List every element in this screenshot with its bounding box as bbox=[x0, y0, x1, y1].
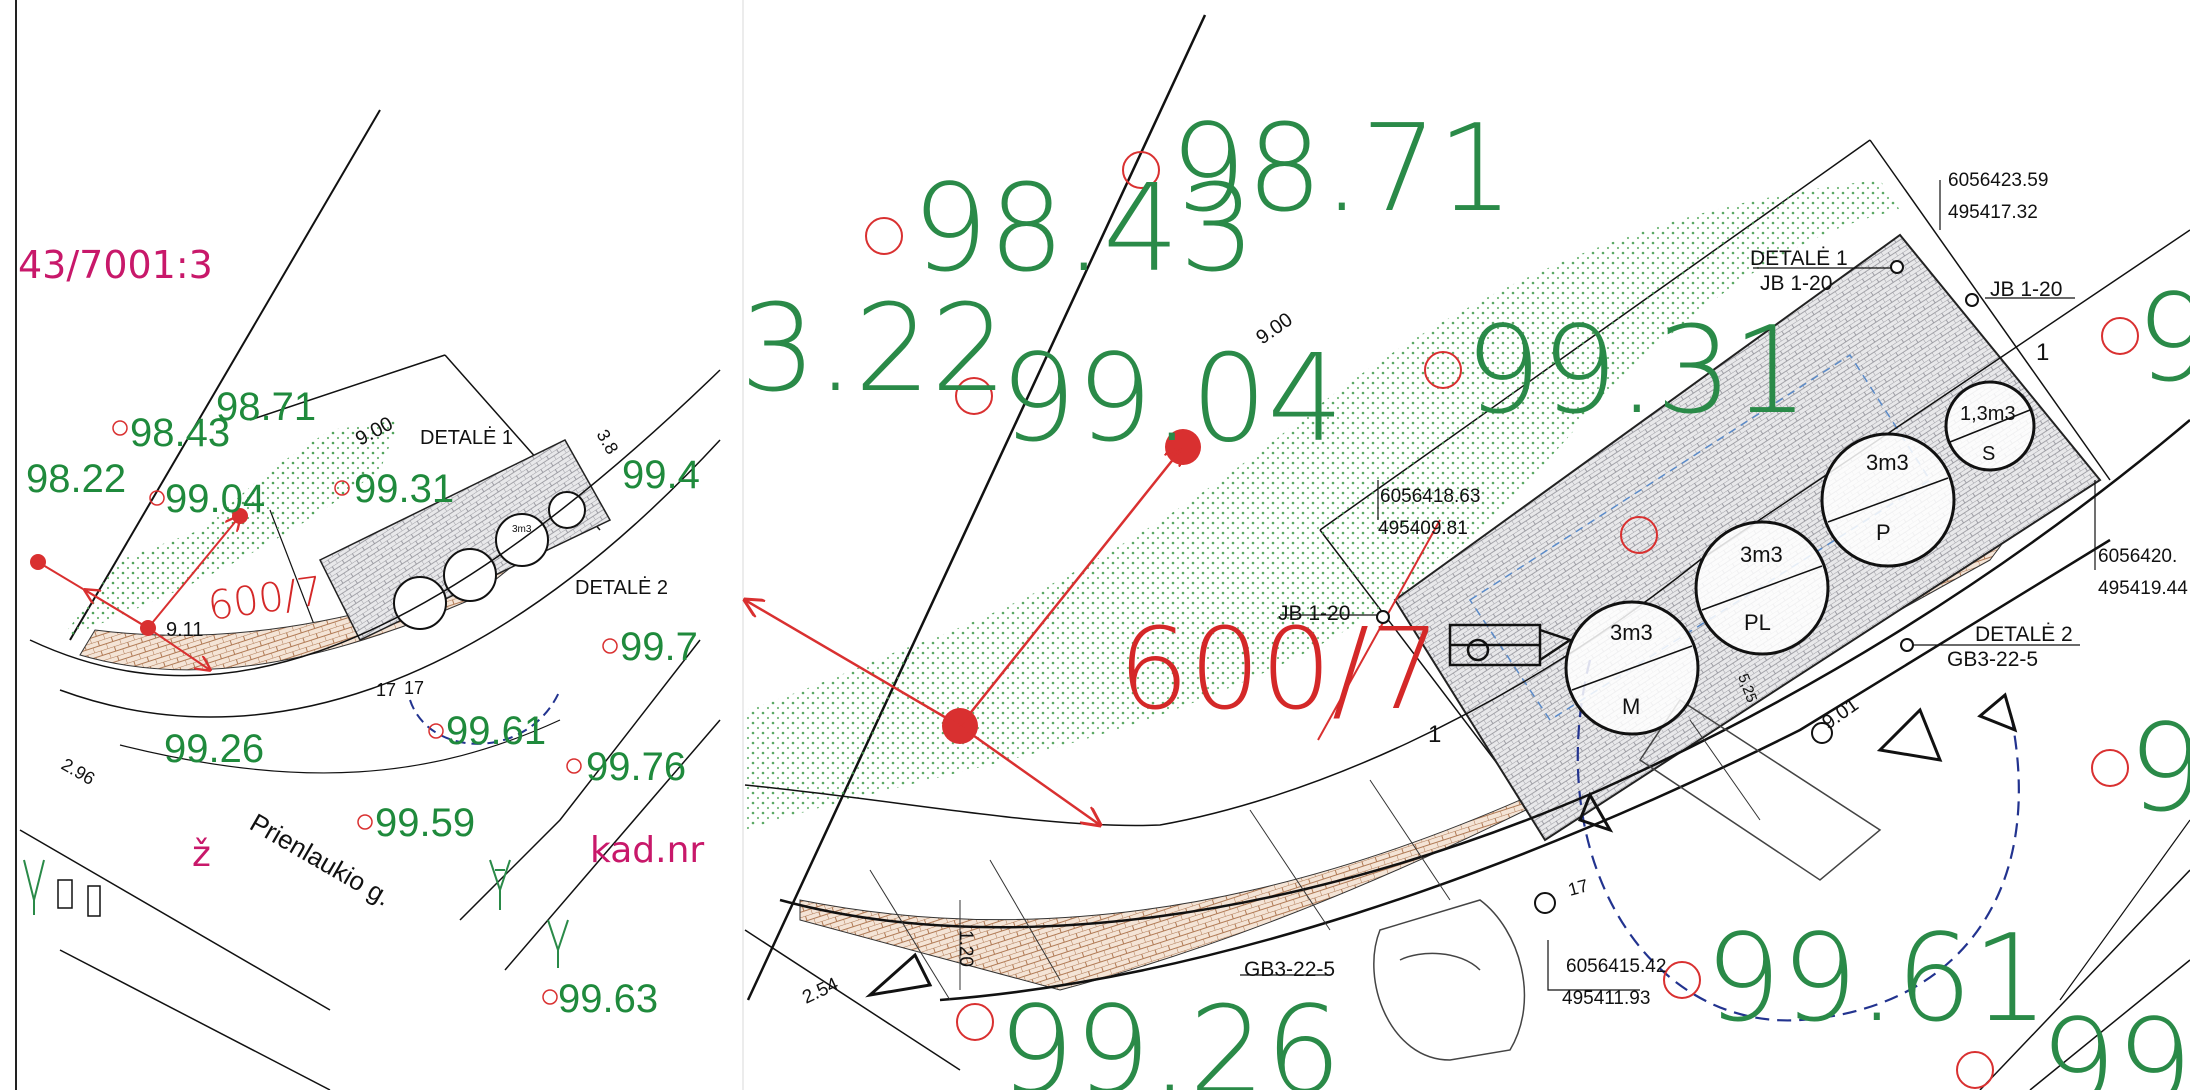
gb-label-bottom: GB3-22-5 bbox=[1244, 958, 1335, 981]
dimension-right-17: 17 bbox=[1566, 875, 1591, 900]
elevation-left-98-71: 98.71 bbox=[216, 385, 316, 429]
dimension-left-3-8: 3.8 bbox=[593, 426, 623, 458]
tank-2-volume: 3m3 bbox=[1740, 542, 1783, 567]
plot-number-left: 600/7 bbox=[205, 568, 326, 630]
dimension-left-17a: 17 bbox=[376, 680, 396, 700]
dimension-right-1a: 1 bbox=[2036, 339, 2049, 366]
tank-4-volume: 1,3m3 bbox=[1960, 403, 2016, 425]
coord-1-x: 6056423.59 bbox=[1948, 170, 2048, 191]
paved-pad-left bbox=[318, 439, 612, 641]
dimension-right-1b: 1 bbox=[1428, 721, 1441, 748]
tank-label-left: 3m3 bbox=[512, 524, 532, 535]
jb-label-left: JB 1-20 bbox=[1278, 602, 1350, 625]
dimension-right-2-54: 2.54 bbox=[799, 974, 842, 1009]
plot-number-right: 600/7 bbox=[1118, 605, 1441, 735]
tank-1-volume: 3m3 bbox=[1610, 620, 1653, 645]
dimension-left-2-96: 2.96 bbox=[58, 754, 98, 789]
detail-2-label-right: DETALĖ 2 bbox=[1975, 623, 2073, 646]
coord-3-x: 6056420. bbox=[2098, 546, 2177, 567]
tank-4-letter: S bbox=[1982, 443, 1995, 465]
elevation-right-98-71: 98.71 bbox=[1170, 100, 1514, 239]
elevation-left-99-31: 99.31 bbox=[354, 467, 454, 511]
right-panel bbox=[743, 0, 2190, 1090]
elevation-left-99-59: 99.59 bbox=[375, 801, 475, 845]
detail-2-label-left: DETALĖ 2 bbox=[575, 576, 668, 599]
cadastral-number-left: 43/7001:3 bbox=[18, 243, 213, 287]
elevation-left-99-63: 99.63 bbox=[558, 977, 658, 1021]
dimension-left-9-11: 9.11 bbox=[166, 619, 203, 641]
jb-label-right: JB 1-20 bbox=[1990, 278, 2062, 301]
tank-3-volume: 3m3 bbox=[1866, 450, 1909, 475]
elevation-left-99-76: 99.76 bbox=[586, 745, 686, 789]
street-name-label: Prienlaukio g. bbox=[245, 807, 396, 912]
gb-label-right: GB3-22-5 bbox=[1947, 648, 2038, 671]
tank-1-letter: M bbox=[1622, 694, 1640, 719]
elevation-left-99-7: 99.7 bbox=[620, 625, 698, 669]
elevation-right-99-61: 99.61 bbox=[1705, 910, 2049, 1049]
grass-area-right bbox=[745, 180, 1900, 830]
elevation-right-99-26: 99.26 bbox=[998, 982, 1342, 1090]
coord-4-x: 6056415.42 bbox=[1566, 956, 1666, 977]
elevation-right-99-31: 99.31 bbox=[1465, 302, 1809, 441]
elevation-right-98-43: 98.43 bbox=[912, 160, 1256, 299]
paving-strip-right bbox=[799, 519, 2021, 991]
detail-1-label-left: DETALĖ 1 bbox=[420, 426, 513, 449]
elevation-right-99-04: 99.04 bbox=[1000, 330, 1344, 469]
elevation-left-99-04: 99.04 bbox=[165, 477, 265, 521]
dimension-left-17b: 17 bbox=[404, 678, 424, 698]
elevation-right-9-a: 9 bbox=[2136, 270, 2190, 409]
tank-3-letter: P bbox=[1876, 520, 1891, 545]
elevation-left-99-4: 99.4 bbox=[622, 453, 700, 497]
coord-2-y: 495409.81 bbox=[1378, 518, 1468, 539]
elevation-left-98-22: 98.22 bbox=[26, 457, 126, 501]
elevation-right-3-22: 3.22 bbox=[740, 280, 1007, 419]
coord-3-y: 495419.44 bbox=[2098, 578, 2188, 599]
detail-1-label-right: DETALĖ 1 bbox=[1750, 247, 1848, 270]
coord-1-y: 495417.32 bbox=[1948, 202, 2038, 223]
letter-left: ž bbox=[192, 834, 211, 875]
elevation-left-99-26: 99.26 bbox=[164, 727, 264, 771]
elevation-left-98-43: 98.43 bbox=[130, 411, 230, 455]
tank-2-letter: PL bbox=[1744, 610, 1771, 635]
pump-symbol bbox=[1448, 623, 1573, 667]
dimension-right-1-20: 1.20 bbox=[955, 930, 976, 967]
cadastral-label-left: kad.nr bbox=[590, 830, 704, 871]
elevation-right-9-b: 9 bbox=[2128, 700, 2190, 839]
left-panel bbox=[15, 0, 721, 1090]
coord-4-y: 495411.93 bbox=[1562, 988, 1650, 1009]
coord-2-x: 6056418.63 bbox=[1380, 486, 1480, 507]
elevation-left-99-61: 99.61 bbox=[446, 709, 546, 753]
elevation-right-99-c: 99 bbox=[2040, 995, 2190, 1090]
jb-label-top: JB 1-20 bbox=[1760, 272, 1832, 295]
